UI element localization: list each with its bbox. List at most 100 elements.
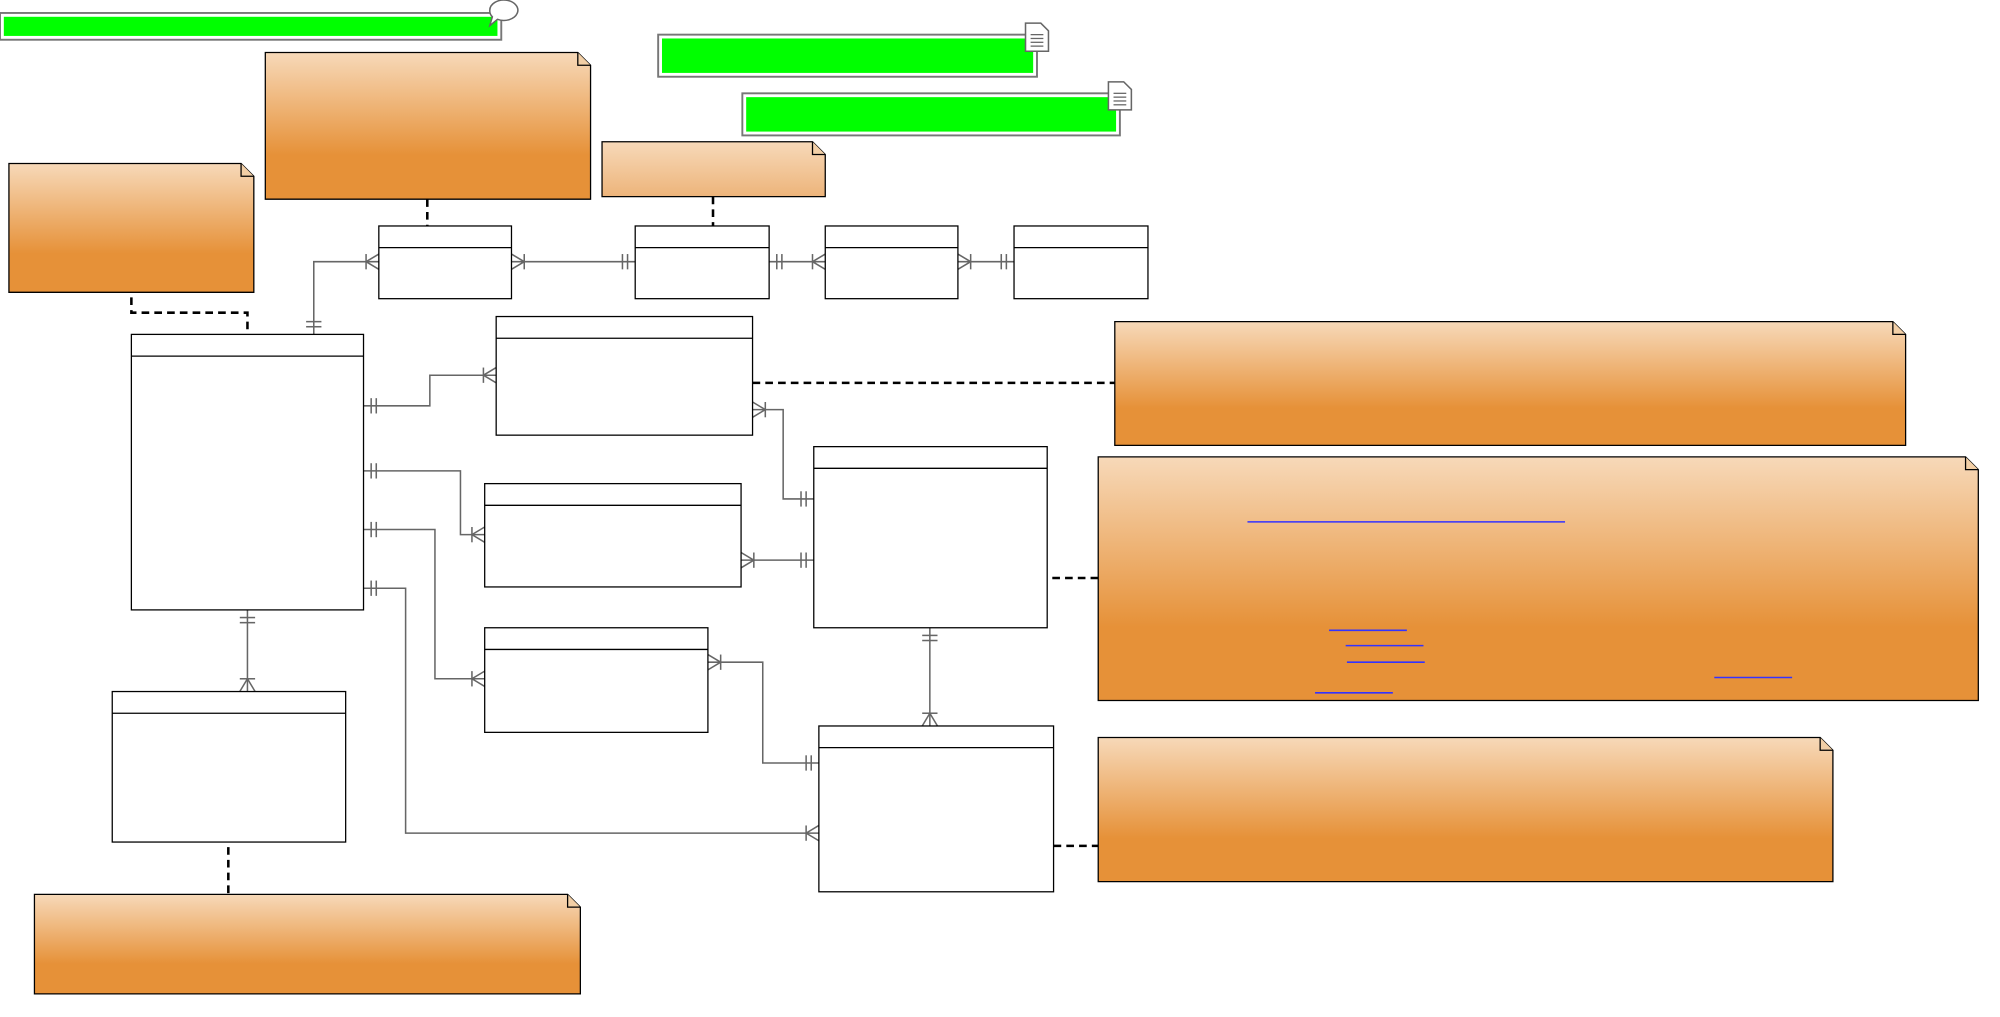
speech-bubble-shape (488, 0, 519, 28)
crow-foot-prong (812, 253, 826, 263)
one-mandatory-marker (370, 580, 378, 596)
one-to-many-marker (707, 653, 722, 671)
comment-banner[interactable] (0, 0, 519, 41)
one-to-many-marker (811, 253, 826, 270)
entity-i[interactable] (818, 725, 1055, 893)
crow-foot-prong (921, 712, 931, 727)
speech-bubble-icon (488, 0, 519, 28)
one-mandatory-marker (621, 254, 629, 270)
one-mandatory-marker (922, 634, 938, 642)
crow-foot-prong (471, 670, 486, 680)
entity-box (484, 627, 709, 733)
one-to-many-marker (482, 366, 497, 384)
note-f (1097, 736, 1834, 883)
entity-f[interactable] (484, 482, 742, 588)
one-to-many-marker (471, 526, 486, 543)
entity-box (495, 315, 754, 436)
one-to-many-marker (752, 401, 767, 418)
document-icon (1107, 81, 1133, 111)
note-body (8, 162, 255, 293)
one-mandatory-marker (239, 616, 256, 624)
note-body (1114, 321, 1907, 446)
one-to-many-marker (511, 253, 525, 270)
crow-foot-prong (740, 551, 755, 561)
one-mandatory-marker (306, 320, 322, 328)
crow-foot-prong (752, 401, 766, 411)
note-e (1097, 456, 1979, 702)
one-to-many-marker (365, 253, 380, 270)
entity-box (824, 225, 959, 300)
relationship-line[interactable] (363, 528, 485, 680)
entity-box (484, 482, 742, 588)
comment-banner[interactable] (741, 81, 1133, 137)
crow-foot-prong (365, 253, 380, 263)
crow-foot-prong (511, 261, 525, 270)
one-mandatory-marker (370, 398, 378, 414)
note-d (1114, 321, 1907, 446)
one-to-many-marker (957, 253, 972, 270)
note-fold (1892, 321, 1906, 336)
note-body (601, 141, 826, 198)
entity-main[interactable] (130, 333, 365, 611)
one-to-many-marker (471, 670, 486, 688)
crow-foot-prong (483, 374, 497, 384)
banner-fill (3, 16, 498, 36)
relationship-line[interactable] (313, 260, 379, 335)
crow-foot-prong (471, 678, 486, 688)
document-shape (1024, 22, 1050, 52)
banner-fill (746, 97, 1117, 132)
entity-t3[interactable] (824, 225, 959, 300)
entity-g[interactable] (484, 627, 709, 733)
one-to-many-marker (239, 678, 256, 692)
crow-foot-prong (812, 261, 826, 270)
crow-foot-prong (471, 533, 486, 543)
relationship-line[interactable] (707, 661, 819, 764)
entity-box (378, 225, 513, 300)
relationship-line[interactable] (363, 470, 485, 536)
note-body (264, 51, 592, 200)
note-fold (240, 163, 254, 177)
one-mandatory-marker (800, 491, 807, 507)
entity-t2[interactable] (634, 225, 770, 300)
note-a (264, 51, 592, 200)
relationship-line[interactable] (363, 374, 497, 407)
note-fold (577, 52, 591, 66)
document-shape (1107, 81, 1133, 111)
crow-foot-prong (740, 559, 755, 569)
entity-box (818, 725, 1055, 893)
note-c (601, 141, 826, 198)
one-to-many-marker (921, 712, 939, 727)
one-mandatory-marker (370, 463, 378, 479)
entity-e[interactable] (495, 315, 754, 436)
crow-foot-prong (511, 253, 525, 263)
one-to-many-marker (740, 551, 755, 569)
entity-t4[interactable] (1013, 225, 1149, 300)
crow-foot-prong (471, 526, 486, 536)
note-fold (1819, 737, 1833, 751)
relationship-line[interactable] (363, 587, 819, 834)
comment-banner[interactable] (657, 22, 1050, 78)
crow-foot-prong (707, 653, 722, 663)
note-b (8, 162, 255, 293)
document-icon (1024, 22, 1050, 52)
note-anchor-line (130, 297, 249, 335)
crow-foot-prong (957, 261, 972, 270)
crow-foot-prong (805, 832, 820, 842)
one-mandatory-marker (800, 552, 807, 568)
entity-j[interactable] (111, 690, 347, 843)
one-mandatory-marker (1000, 254, 1008, 270)
entity-box (813, 446, 1048, 629)
note-body (1097, 736, 1834, 883)
crow-foot-prong (365, 261, 380, 270)
crow-foot-prong (483, 366, 497, 376)
relationship-line[interactable] (752, 408, 814, 500)
crow-foot-prong (929, 712, 939, 727)
entity-h[interactable] (813, 446, 1048, 629)
one-mandatory-marker (370, 521, 378, 538)
entity-t1[interactable] (378, 225, 513, 300)
crow-foot-prong (752, 408, 766, 418)
one-mandatory-marker (776, 254, 783, 270)
one-to-many-marker (805, 824, 820, 842)
note-fold (811, 141, 826, 156)
